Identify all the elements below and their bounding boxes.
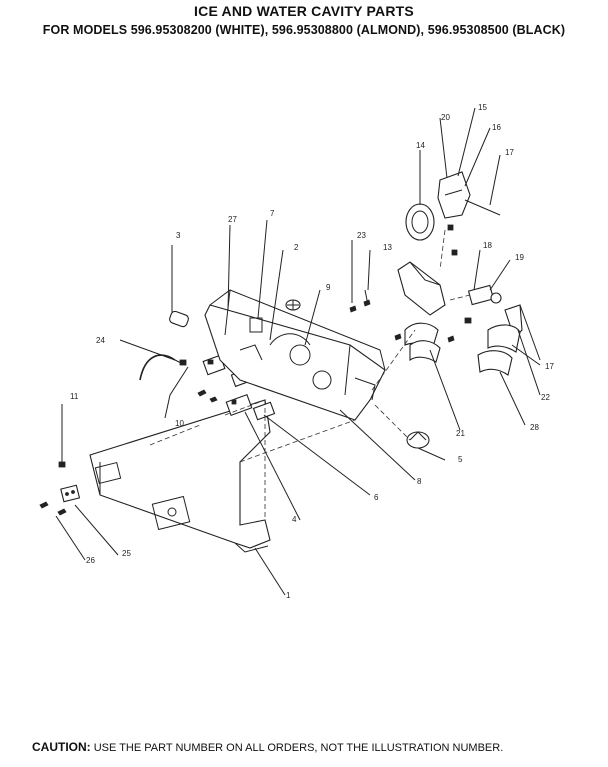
callout-8: 8 xyxy=(417,477,422,486)
callout-4: 4 xyxy=(292,515,297,524)
callout-17b: 17 xyxy=(545,362,554,371)
callout-25: 25 xyxy=(122,549,131,558)
callout-19: 19 xyxy=(515,253,524,262)
screw-11 xyxy=(58,404,66,468)
switch-4-6 xyxy=(197,389,276,421)
callout-14: 14 xyxy=(416,141,425,150)
callout-16: 16 xyxy=(492,123,501,132)
callout-5: 5 xyxy=(458,455,463,464)
callout-26: 26 xyxy=(86,556,95,565)
page-title: ICE AND WATER CAVITY PARTS xyxy=(194,3,414,19)
callout-24: 24 xyxy=(96,336,105,345)
callout-labels: 1 2 3 4 5 6 7 8 9 10 11 13 13 14 15 16 1… xyxy=(70,103,554,600)
callout-10: 10 xyxy=(175,419,184,428)
callout-6: 6 xyxy=(374,493,379,502)
callout-18: 18 xyxy=(483,241,492,250)
bolt-3 xyxy=(169,245,189,328)
screw-26 xyxy=(39,501,67,516)
auger-motor-assembly xyxy=(405,171,501,256)
callout-20: 20 xyxy=(441,113,450,122)
paddle-21 xyxy=(394,322,455,363)
main-housing-bracket xyxy=(204,289,386,421)
callout-9: 9 xyxy=(326,283,331,292)
paddle-22 xyxy=(477,324,521,376)
callout-23: 23 xyxy=(357,231,366,240)
callout-15: 15 xyxy=(478,103,487,112)
callout-28: 28 xyxy=(530,423,539,432)
leader-lines xyxy=(55,107,541,596)
dispenser-arm-13 xyxy=(349,261,446,316)
bottom-panel-part xyxy=(89,399,271,553)
bracket-25 xyxy=(60,484,81,503)
callout-21: 21 xyxy=(456,429,465,438)
alignment-lines xyxy=(149,229,471,520)
actuator-cup-5 xyxy=(406,431,430,449)
caution-label: CAUTION: xyxy=(32,740,91,754)
callout-7: 7 xyxy=(270,209,275,218)
model-subtitle: FOR MODELS 596.95308200 (WHITE), 596.953… xyxy=(42,23,566,37)
callout-22: 22 xyxy=(541,393,550,402)
grommet-2 xyxy=(285,299,301,311)
callout-11: 11 xyxy=(70,392,79,401)
wire-harness-24 xyxy=(139,354,187,381)
callout-27: 27 xyxy=(228,215,237,224)
callout-17a: 17 xyxy=(505,148,514,157)
callout-13a: 13 xyxy=(383,243,392,252)
caution-text: USE THE PART NUMBER ON ALL ORDERS, NOT T… xyxy=(93,742,504,754)
solenoid-19 xyxy=(464,284,502,324)
callout-3: 3 xyxy=(176,231,181,240)
callout-1: 1 xyxy=(286,591,291,600)
callout-2: 2 xyxy=(294,243,299,252)
caution-note: CAUTION: USE THE PART NUMBER ON ALL ORDE… xyxy=(32,740,592,754)
